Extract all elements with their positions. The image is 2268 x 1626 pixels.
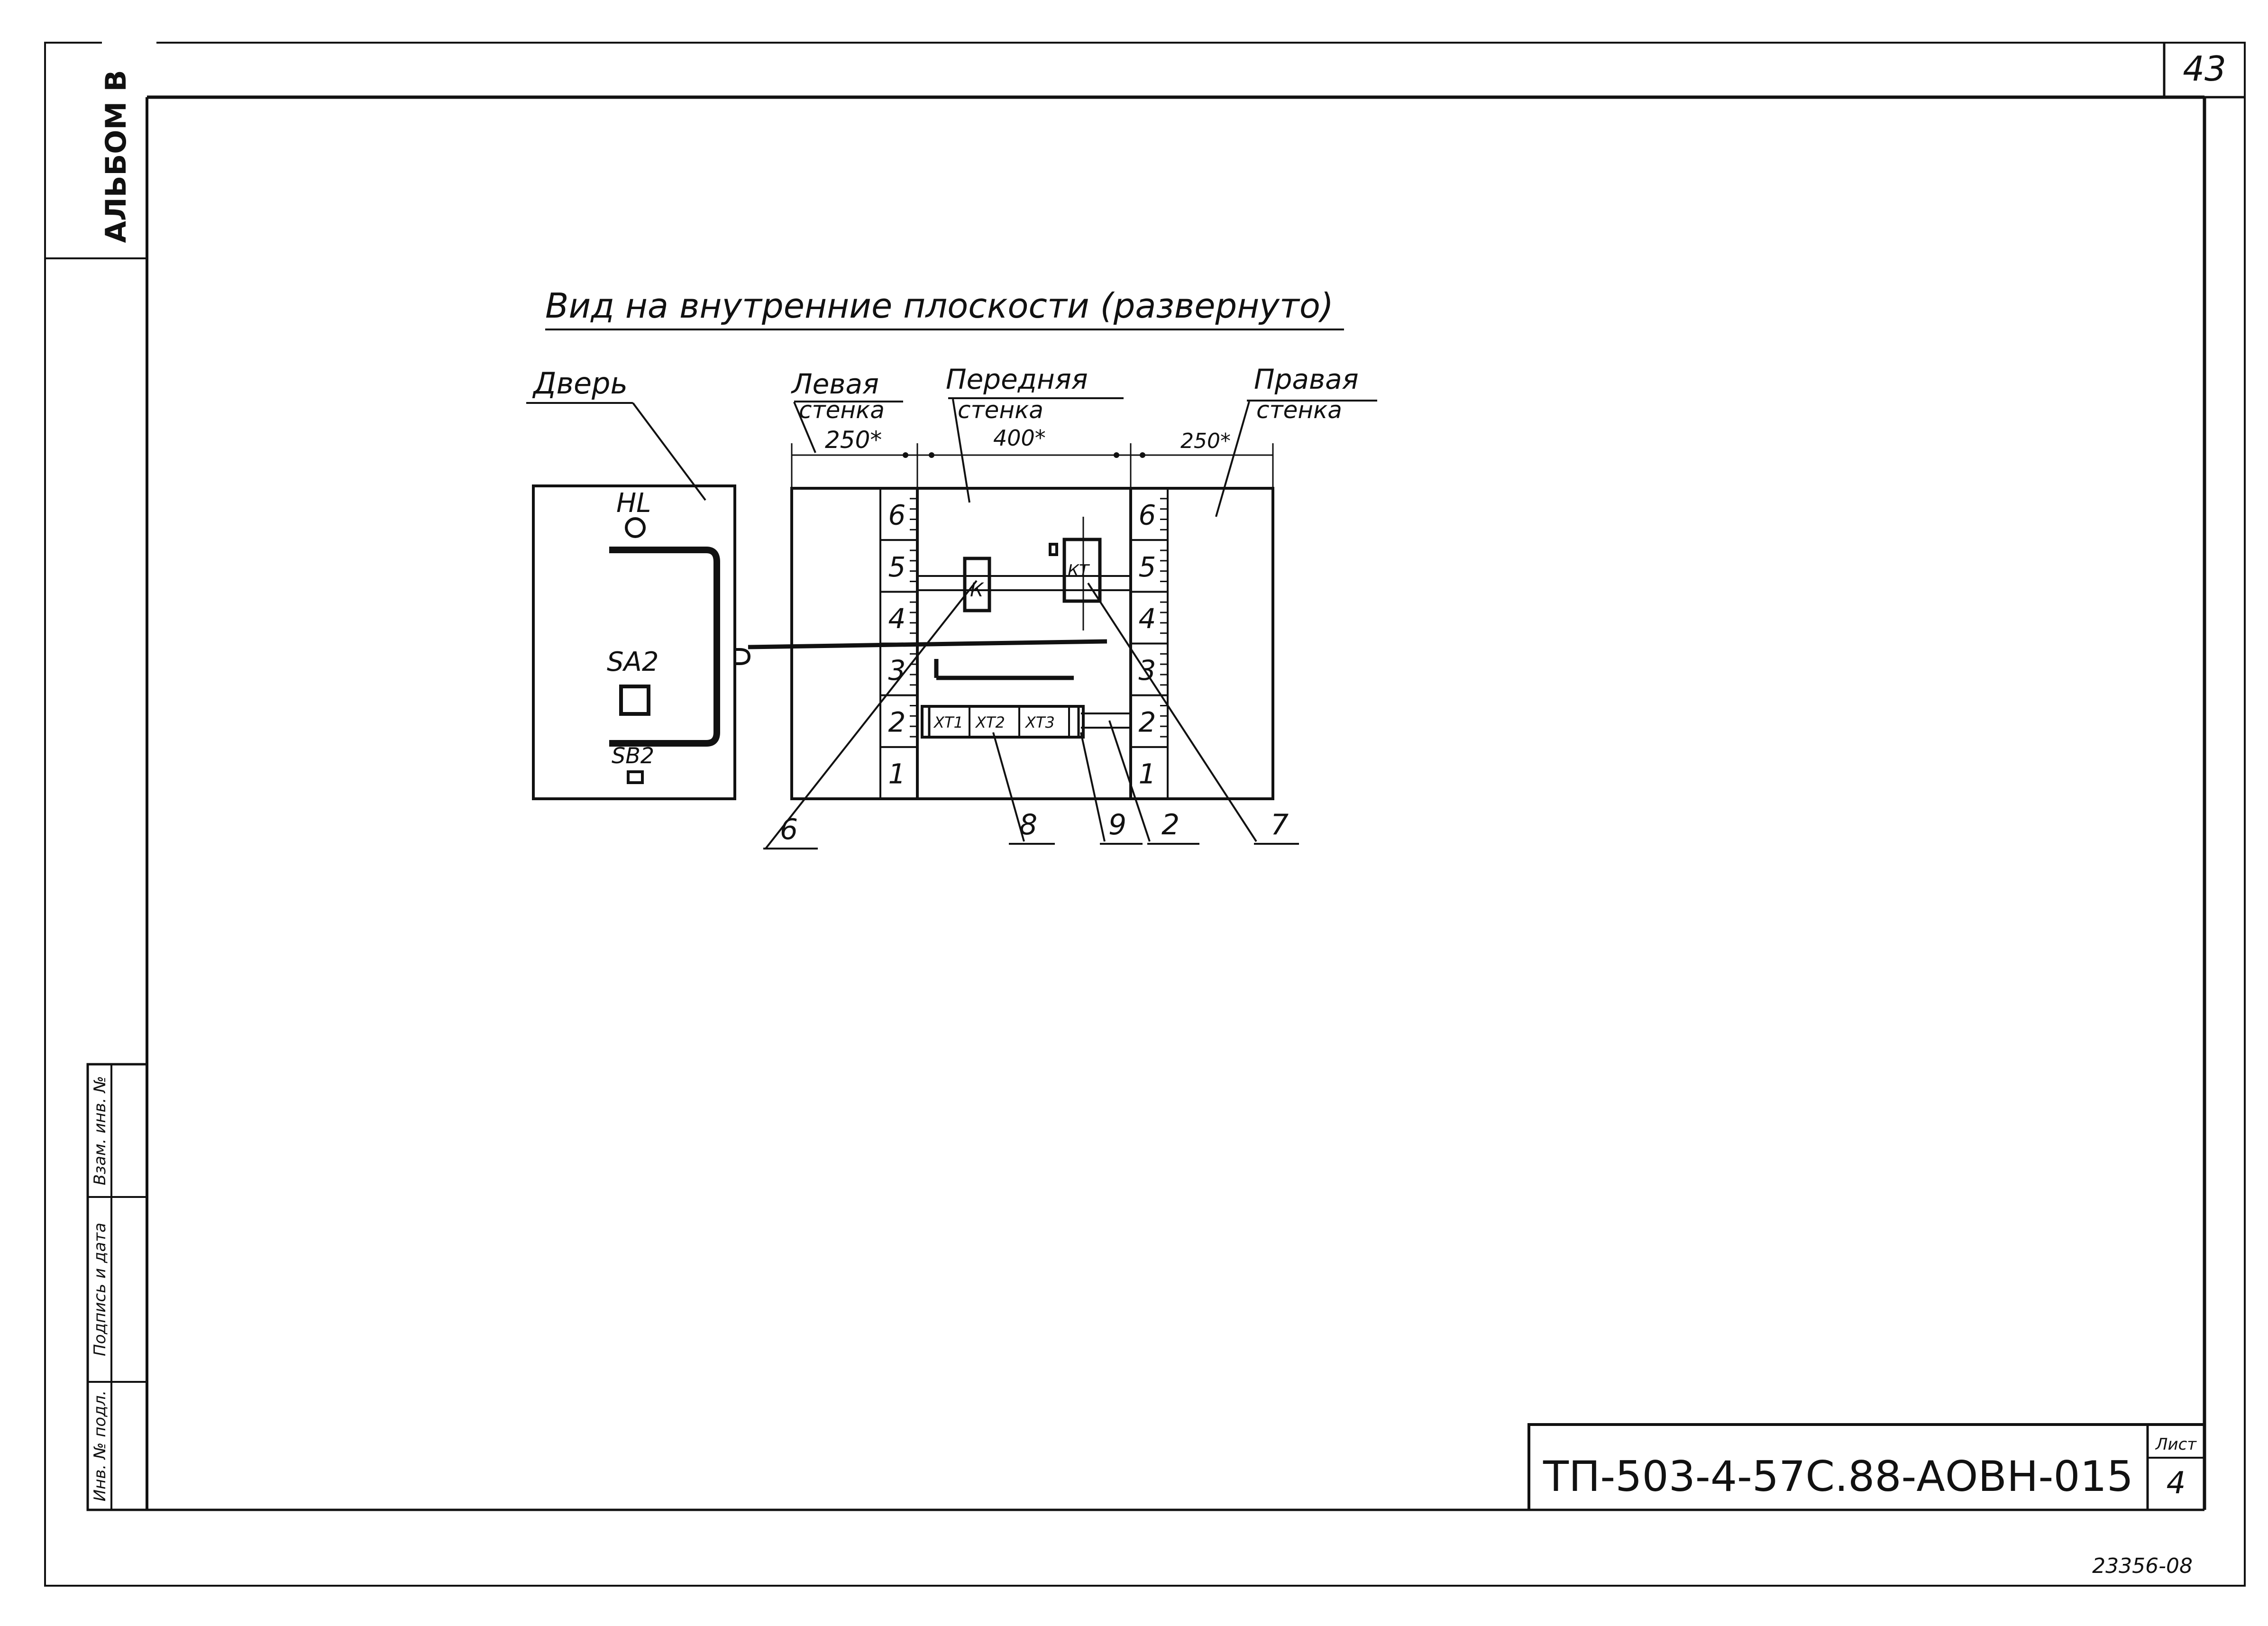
- sheet-page: 4: [2167, 1466, 2186, 1501]
- callout-7: 7: [1271, 808, 1289, 841]
- view-title: Вид на внутренние плоскости (развернуто): [545, 286, 1334, 326]
- relay-kt-label: КТ: [1068, 561, 1090, 580]
- left-ruler-mark-4: 4: [888, 603, 906, 635]
- sheet-number: 43: [2183, 49, 2226, 89]
- callout-2: 2: [1161, 808, 1180, 841]
- door-sa2-label: SA2: [607, 647, 658, 677]
- right-ruler-mark-6: 6: [1139, 499, 1156, 531]
- wall-labels: Левая стенка Передняя стенка Правая стен…: [791, 363, 1377, 517]
- front-wall-title: Передняя: [946, 363, 1088, 395]
- title-block: ТП-503-4-57С.88-АОВН-015 Лист 4: [1527, 1423, 2204, 1510]
- front-wall-rails: [917, 575, 1131, 729]
- doc-code: ТП-503-4-57С.88-АОВН-015: [1543, 1452, 2133, 1501]
- left-wall-title: Левая: [791, 368, 879, 400]
- stamp-replace-inv: Взам. инв. №: [91, 1076, 110, 1186]
- door-sb2-label: SB2: [612, 743, 654, 768]
- front-wall-sub: стенка: [958, 396, 1043, 424]
- xt3-label: ХТ3: [1024, 713, 1055, 731]
- left-ruler-mark-6: 6: [888, 499, 906, 531]
- stamp-sign-date: Подпись и дата: [91, 1223, 110, 1356]
- callout-6: 6: [780, 813, 798, 846]
- relay-k-label: К: [970, 579, 984, 601]
- left-ruler-mark-5: 5: [888, 551, 906, 583]
- archive-number: 23356-08: [2092, 1554, 2193, 1578]
- xt1-label: ХТ1: [933, 713, 963, 731]
- sheet-frame: [44, 42, 2246, 1587]
- view-title-group: Вид на внутренние плоскости (развернуто): [545, 286, 1344, 330]
- left-wall-dim: 250*: [825, 426, 882, 454]
- terminal-block: ХТ1 ХТ2 ХТ3: [921, 705, 1085, 739]
- left-ruler-mark-2: 2: [888, 706, 906, 738]
- stamp-inv-orig: Инв. № подл.: [91, 1390, 110, 1502]
- album-label: АЛЬБОМ В: [100, 70, 133, 243]
- sheet-label: Лист: [2155, 1435, 2197, 1454]
- callout-leaders: [763, 580, 1299, 850]
- button-sb2-icon: [627, 770, 644, 784]
- callout-9: 9: [1108, 808, 1126, 841]
- timer-relay-kt: КТ: [1049, 517, 1102, 630]
- right-ruler-mark-2: 2: [1139, 706, 1156, 738]
- right-wall-title: Правая: [1254, 363, 1359, 395]
- switch-sa2-icon: [619, 685, 650, 716]
- callout-8: 8: [1019, 808, 1037, 841]
- right-wall-dim: 250*: [1180, 429, 1231, 453]
- right-ruler-mark-4: 4: [1139, 603, 1156, 635]
- xt2-label: ХТ2: [975, 713, 1005, 731]
- sheet-number-box: 43: [2163, 43, 2245, 99]
- relay-k: К: [963, 557, 991, 612]
- door-label: Дверь: [532, 366, 628, 401]
- callout-numbers: 6 8 9 2 7: [780, 808, 1289, 846]
- right-ruler-mark-3: 3: [1139, 654, 1156, 686]
- right-ruler: 6 5 4 3 2 1: [1131, 498, 1168, 790]
- lamp-hl-icon: [625, 517, 646, 538]
- left-wall-sub: стенка: [799, 396, 885, 424]
- door-hl-label: HL: [616, 488, 651, 519]
- door-panel: Дверь HL SA2 SB2: [526, 366, 736, 800]
- left-ruler-mark-1: 1: [888, 758, 906, 790]
- front-wall-dim: 400*: [993, 425, 1046, 451]
- left-stamp: Инв. № подл. Подпись и дата Взам. инв. №: [86, 1063, 148, 1511]
- right-ruler-mark-5: 5: [1139, 551, 1156, 583]
- dimension-line: 250* 400* 250*: [791, 425, 1274, 488]
- right-ruler-mark-1: 1: [1139, 758, 1156, 790]
